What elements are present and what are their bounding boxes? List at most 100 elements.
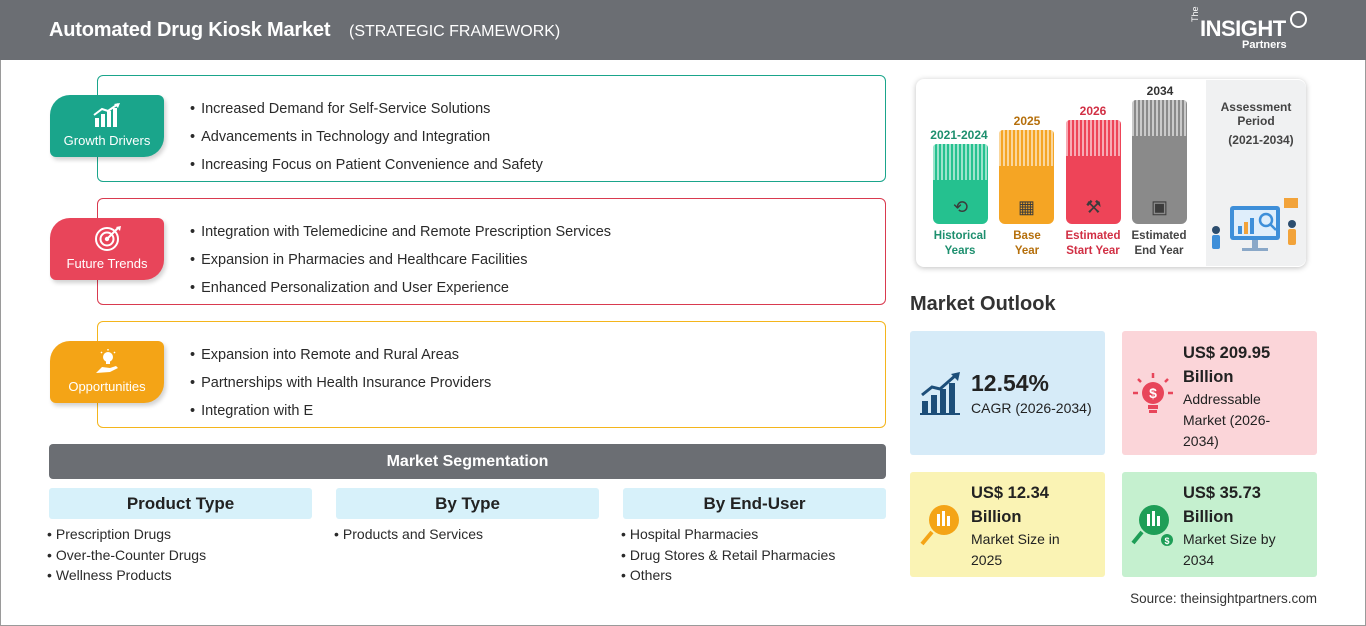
bar-stripes (1066, 120, 1121, 156)
header-bar: Automated Drug Kiosk Market (STRATEGIC F… (0, 0, 1366, 60)
list-item: Partnerships with Health Insurance Provi… (190, 369, 491, 397)
year-estimated-start: 2026 (1079, 104, 1107, 118)
list-item: Others (621, 565, 835, 586)
future-trends-list: Integration with Telemedicine and Remote… (190, 218, 611, 302)
assessment-line: Assessment (1220, 100, 1292, 114)
growth-drivers-box: Increased Demand for Self-Service Soluti… (97, 75, 886, 182)
page-subtitle: (STRATEGIC FRAMEWORK) (349, 23, 561, 40)
year-base: 2025 (1013, 114, 1041, 128)
caption-line: Base (1013, 230, 1041, 242)
market-segmentation-header: Market Segmentation (49, 444, 886, 479)
cagr-value: 12.54% (971, 370, 1050, 396)
caption-line: Year (1014, 245, 1040, 257)
svg-text:$: $ (1164, 536, 1169, 546)
future-trends-badge: Future Trends (50, 218, 164, 280)
growth-drivers-label: Growth Drivers (63, 133, 151, 148)
size-2025-label-line: 2025 (971, 552, 1003, 568)
list-item: Drug Stores & Retail Pharmacies (621, 545, 835, 566)
size-2025-label-line: Market Size in (971, 531, 1060, 547)
market-size-2034-text: US$ 35.73 Billion Market Size by 2034 (1183, 481, 1276, 571)
size-2034-label-line: Market Size by (1183, 531, 1276, 547)
addressable-label-line: Addressable (1183, 391, 1261, 407)
future-trends-box: Integration with Telemedicine and Remote… (97, 198, 886, 305)
page-title: Automated Drug Kiosk Market (49, 19, 331, 41)
size-2034-value-line: US$ 35.73 (1183, 484, 1261, 502)
source-credit: Source: theinsightpartners.com (1130, 591, 1317, 606)
bar-growth-icon (920, 372, 960, 415)
logo-ring-icon (1290, 11, 1307, 28)
future-trends-label: Future Trends (66, 256, 148, 271)
target-icon (95, 226, 121, 251)
logo-partners: Partners (1242, 39, 1287, 51)
caption-line: Years (944, 245, 976, 257)
svg-text:$: $ (1149, 385, 1157, 401)
caption-line: Estimated (1131, 230, 1187, 242)
insight-partners-logo[interactable]: The INSIGHT Partners (1190, 6, 1310, 54)
addressable-value-line: Billion (1183, 368, 1234, 386)
list-item: Wellness Products (47, 565, 206, 586)
monitor-chart-icon: ▣ (1150, 197, 1168, 217)
growth-drivers-list: Increased Demand for Self-Service Soluti… (190, 95, 543, 179)
by-end-user-list: Hospital Pharmacies Drug Stores & Retail… (621, 524, 835, 586)
addressable-value-line: US$ 209.95 (1183, 344, 1271, 362)
size-2025-value-line: Billion (971, 508, 1022, 526)
calendar-icon: ▦ (1017, 197, 1035, 217)
bar-stripes (1132, 100, 1187, 136)
money-magnifier-icon: $ (1131, 505, 1173, 546)
addressable-label-line: 2034) (1183, 433, 1219, 449)
bar-estimated-start: ⚒ (1066, 120, 1121, 224)
year-estimated-end: 2034 (1146, 84, 1174, 98)
caption-line: End Year (1134, 245, 1184, 257)
opportunities-badge: Opportunities (50, 341, 164, 403)
list-item: Hospital Pharmacies (621, 524, 835, 545)
list-item: Expansion into Remote and Rural Areas (190, 341, 491, 369)
list-item: Advancements in Technology and Integrati… (190, 123, 543, 151)
opportunities-box: Expansion into Remote and Rural Areas Pa… (97, 321, 886, 428)
list-item: Integration with Telemedicine and Remote… (190, 218, 611, 246)
opportunities-list: Expansion into Remote and Rural Areas Pa… (190, 341, 491, 425)
segment-heading-product-type: Product Type (49, 488, 312, 519)
bar-estimated-end: ▣ (1132, 100, 1187, 224)
history-icon: ⟲ (952, 197, 969, 217)
list-item: Over-the-Counter Drugs (47, 545, 206, 566)
opportunities-label: Opportunities (68, 379, 146, 394)
logo-the: The (1190, 6, 1200, 22)
segment-heading-by-end-user: By End-User (623, 488, 886, 519)
bar-stripes (999, 130, 1054, 166)
presentation-icon: ⚒ (1085, 197, 1102, 217)
market-size-2025-text: US$ 12.34 Billion Market Size in 2025 (971, 481, 1060, 571)
logo-word: INSIGHT (1200, 16, 1286, 41)
size-2025-value-line: US$ 12.34 (971, 484, 1049, 502)
lightbulb-hand-icon (96, 349, 118, 373)
addressable-label-line: Market (2026- (1183, 412, 1271, 428)
caption-line: Start Year (1066, 245, 1120, 257)
segment-heading-by-type: By Type (336, 488, 599, 519)
list-item: Prescription Drugs (47, 524, 206, 545)
list-item: Integration with E (190, 397, 491, 425)
list-item: Increased Demand for Self-Service Soluti… (190, 95, 543, 123)
assessment-line: Period (1237, 114, 1275, 128)
year-historical: 2021-2024 (930, 128, 988, 142)
bar-base: ▦ (999, 130, 1054, 224)
product-type-list: Prescription Drugs Over-the-Counter Drug… (47, 524, 206, 586)
cagr-text: 12.54% CAGR (2026-2034) (971, 368, 1092, 419)
analyst-dashboard-icon (1212, 198, 1298, 251)
coin-magnifier-icon (920, 505, 959, 546)
list-item: Increasing Focus on Patient Convenience … (190, 151, 543, 179)
size-2034-label-line: 2034 (1183, 552, 1215, 568)
list-item: Enhanced Personalization and User Experi… (190, 274, 611, 302)
market-outlook-title: Market Outlook (910, 293, 1056, 315)
size-2034-value-line: Billion (1183, 508, 1234, 526)
addressable-market-text: US$ 209.95 Billion Addressable Market (2… (1183, 341, 1270, 452)
cagr-card: 12.54% CAGR (2026-2034) (910, 331, 1105, 455)
assessment-period-years: (2021-2034) (1228, 133, 1294, 147)
growth-chart-icon (93, 103, 120, 127)
dollar-bulb-icon: $ (1133, 373, 1173, 413)
market-size-2034-card: $ US$ 35.73 Billion Market Size by 2034 (1122, 472, 1317, 577)
caption-line: Estimated (1065, 230, 1121, 242)
market-size-2025-card: US$ 12.34 Billion Market Size in 2025 (910, 472, 1105, 577)
